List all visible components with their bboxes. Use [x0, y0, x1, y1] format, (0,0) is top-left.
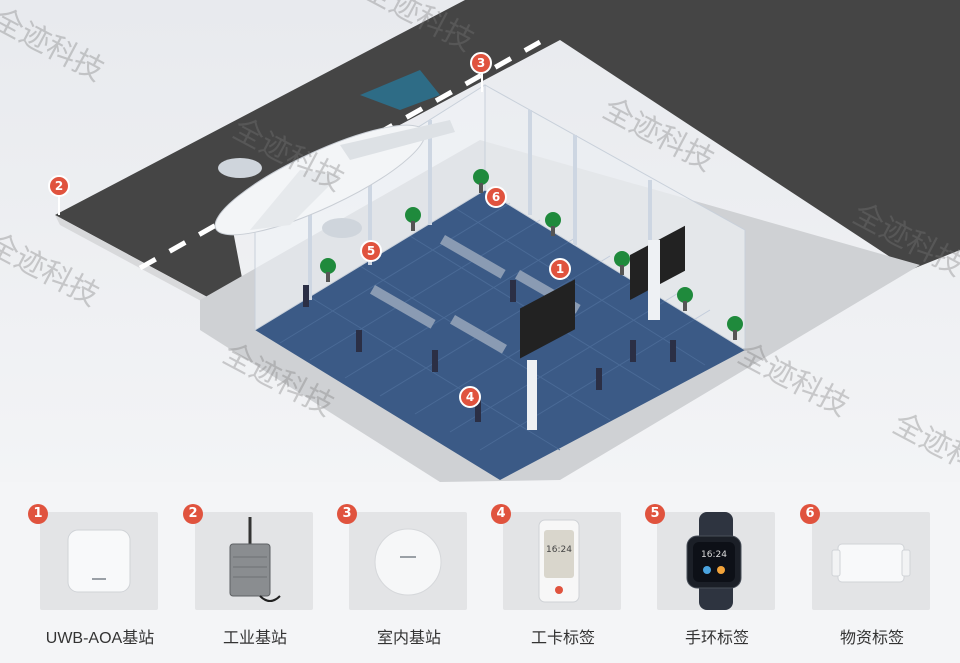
- indoor-base-station-icon: [374, 528, 442, 596]
- terminal-floor: [255, 190, 745, 480]
- product-wristband[interactable]: 5 16:24 手环标签: [645, 504, 777, 648]
- product-label: 物资标签: [839, 630, 904, 647]
- product-number: 5: [645, 504, 665, 524]
- product-indoor[interactable]: 3 室内基站: [337, 504, 469, 648]
- badge-tag-icon: 16:24: [538, 519, 580, 603]
- product-number: 4: [491, 504, 511, 524]
- marker-5[interactable]: 5: [360, 240, 382, 262]
- industrial-base-station-icon: [229, 517, 281, 602]
- product-label: 手环标签: [684, 630, 749, 647]
- marker-3[interactable]: 3: [470, 52, 492, 74]
- product-number: 6: [800, 504, 820, 524]
- aoa-base-station-icon: [67, 529, 131, 593]
- product-label: 工卡标签: [530, 630, 595, 647]
- product-badge-tag[interactable]: 4 16:24 工卡标签: [491, 504, 623, 648]
- product-label: 室内基站: [376, 630, 441, 647]
- product-uwb-aoa[interactable]: 1 UWB-AOA基站: [28, 504, 160, 648]
- asset-tag-icon: [831, 543, 911, 583]
- product-industrial[interactable]: 2 工业基站: [183, 504, 315, 648]
- airport-illustration: [55, 0, 960, 482]
- wristband-tag-icon: 16:24: [686, 512, 742, 610]
- watch-screen-time: 16:24: [701, 550, 727, 560]
- badge-screen-time: 16:24: [546, 545, 572, 555]
- product-label: UWB-AOA基站: [45, 630, 155, 647]
- product-number: 1: [28, 504, 48, 524]
- marker-6[interactable]: 6: [485, 186, 507, 208]
- product-asset-tag[interactable]: 6 物资标签: [800, 504, 932, 648]
- product-number: 3: [337, 504, 357, 524]
- airplane: [214, 70, 455, 238]
- marker-2[interactable]: 2: [48, 175, 70, 197]
- marker-4[interactable]: 4: [459, 386, 481, 408]
- marker-1[interactable]: 1: [549, 258, 571, 280]
- runway: [55, 0, 960, 320]
- product-number: 2: [183, 504, 203, 524]
- product-strip: 1 UWB-AOA基站 2 工业基站 3: [0, 482, 960, 663]
- product-label: 工业基站: [222, 630, 287, 647]
- airport-scene: 1 2 3 4 5 6 全迹科技 全迹科技 全迹科技 全迹科技 全迹科技 全迹科…: [0, 0, 960, 494]
